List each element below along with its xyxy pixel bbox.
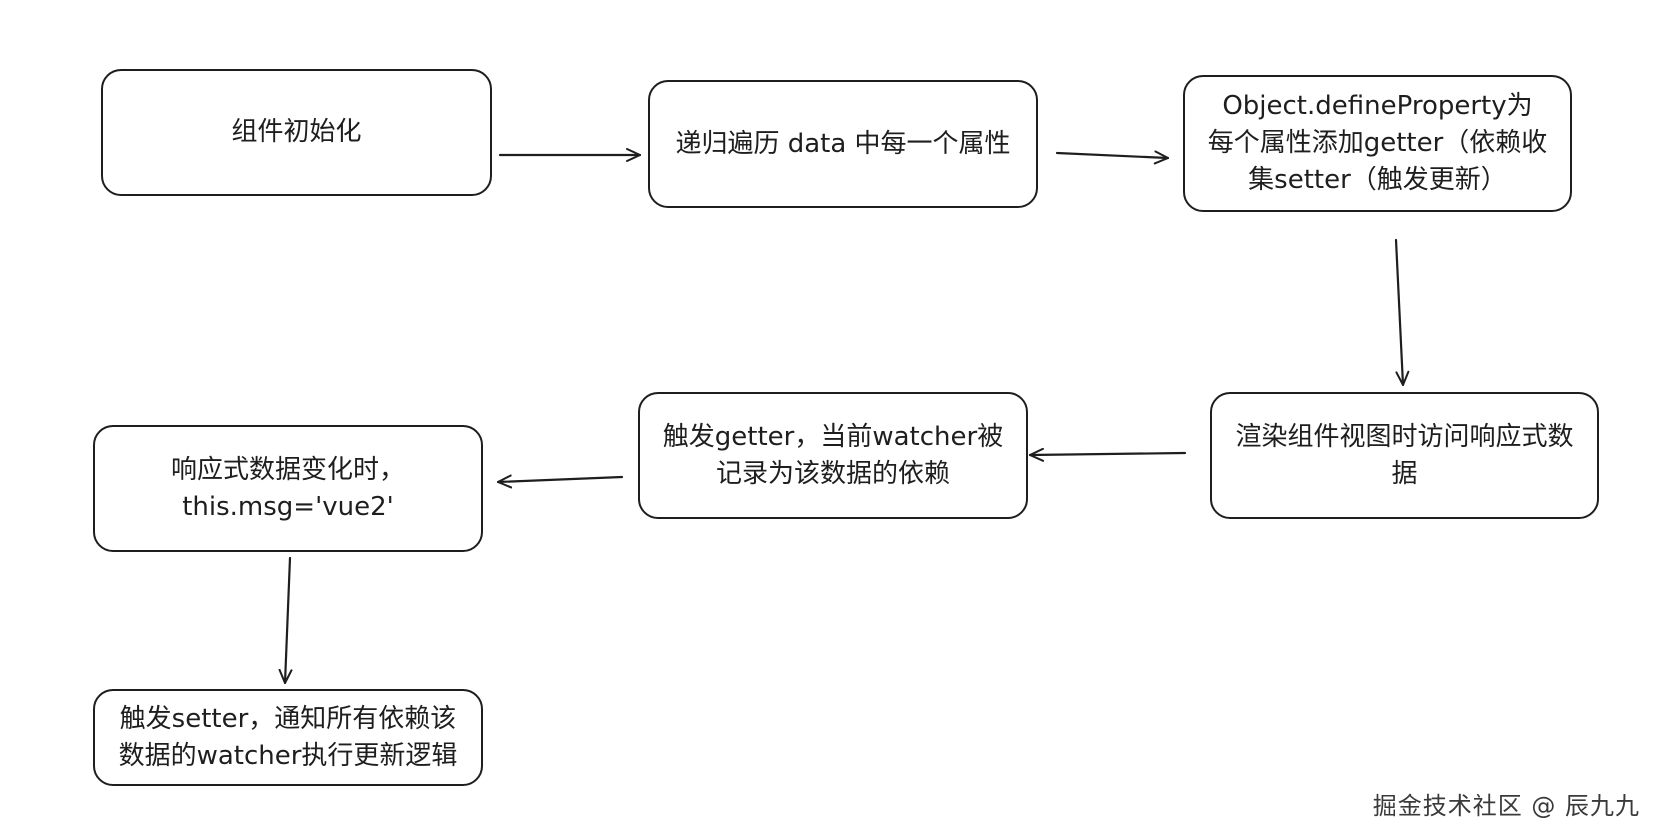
arrow-define-to-render: [1394, 238, 1410, 387]
node-label: 组件初始化: [231, 117, 362, 147]
node-label: 递归遍历 data 中每一个属性: [675, 128, 1011, 159]
node-label: 响应式数据变化时， this.msg='vue2': [170, 454, 405, 522]
node-traverse-data: 递归遍历 data 中每一个属性: [648, 80, 1038, 208]
node-label: Object.defineProperty为 每个属性添加getter（依赖收 …: [1207, 91, 1548, 195]
node-render-view: 渲染组件视图时访问响应式数 据: [1210, 392, 1599, 519]
node-component-init: 组件初始化: [101, 69, 492, 196]
node-label: 触发setter，通知所有依赖该 数据的watcher执行更新逻辑: [118, 703, 458, 771]
arrow-getter-to-change: [496, 474, 624, 489]
node-label: 渲染组件视图时访问响应式数 据: [1235, 421, 1574, 489]
watermark: 掘金技术社区 @ 辰九九: [1372, 792, 1640, 820]
arrow-change-to-setter: [278, 556, 293, 685]
node-trigger-getter: 触发getter，当前watcher被 记录为该数据的依赖: [638, 392, 1028, 519]
node-label: 触发getter，当前watcher被 记录为该数据的依赖: [662, 421, 1004, 489]
node-data-change: 响应式数据变化时， this.msg='vue2': [93, 425, 483, 552]
arrow-traverse-to-define: [1055, 150, 1170, 165]
node-trigger-setter: 触发setter，通知所有依赖该 数据的watcher执行更新逻辑: [93, 689, 483, 786]
arrow-render-to-getter: [1028, 447, 1187, 462]
node-define-property: Object.defineProperty为 每个属性添加getter（依赖收 …: [1183, 75, 1572, 212]
